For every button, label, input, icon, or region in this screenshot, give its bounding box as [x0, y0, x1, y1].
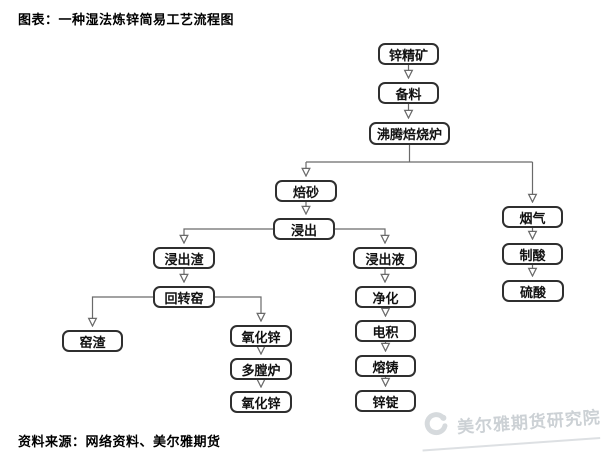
node-purification: 净化: [355, 286, 416, 308]
node-multi-hearth-furnace: 多膛炉: [230, 358, 292, 380]
swirl-logo-icon: [420, 408, 452, 445]
node-zinc-oxide-2: 氧化锌: [230, 391, 292, 413]
node-zinc-concentrate: 锌精矿: [378, 43, 439, 65]
node-zinc-oxide-1: 氧化锌: [230, 325, 292, 347]
watermark-text: 美尔雅期货研究院: [456, 407, 602, 437]
source-note: 资料来源：网络资料、美尔雅期货: [18, 434, 221, 449]
node-rotary-kiln: 回转窑: [153, 286, 215, 308]
node-leach-residue: 浸出渣: [153, 247, 215, 269]
watermark: 美尔雅期货研究院: [419, 398, 602, 458]
node-leach-solution: 浸出液: [353, 247, 417, 269]
node-flue-gas: 烟气: [502, 206, 563, 228]
node-electrowinning: 电积: [355, 320, 416, 342]
node-calcine: 焙砂: [275, 180, 337, 202]
node-sulfuric-acid: 硫酸: [502, 280, 564, 302]
node-material-prep: 备料: [378, 82, 439, 104]
node-melting-casting: 熔铸: [355, 355, 416, 377]
page-title: 图表：一种湿法炼锌简易工艺流程图: [18, 12, 235, 27]
node-fluidized-roaster: 沸腾焙烧炉: [369, 122, 450, 145]
node-kiln-slag: 窑渣: [62, 330, 123, 352]
node-acid-making: 制酸: [502, 243, 563, 265]
node-leaching: 浸出: [273, 218, 335, 240]
node-zinc-ingot: 锌锭: [355, 390, 416, 412]
